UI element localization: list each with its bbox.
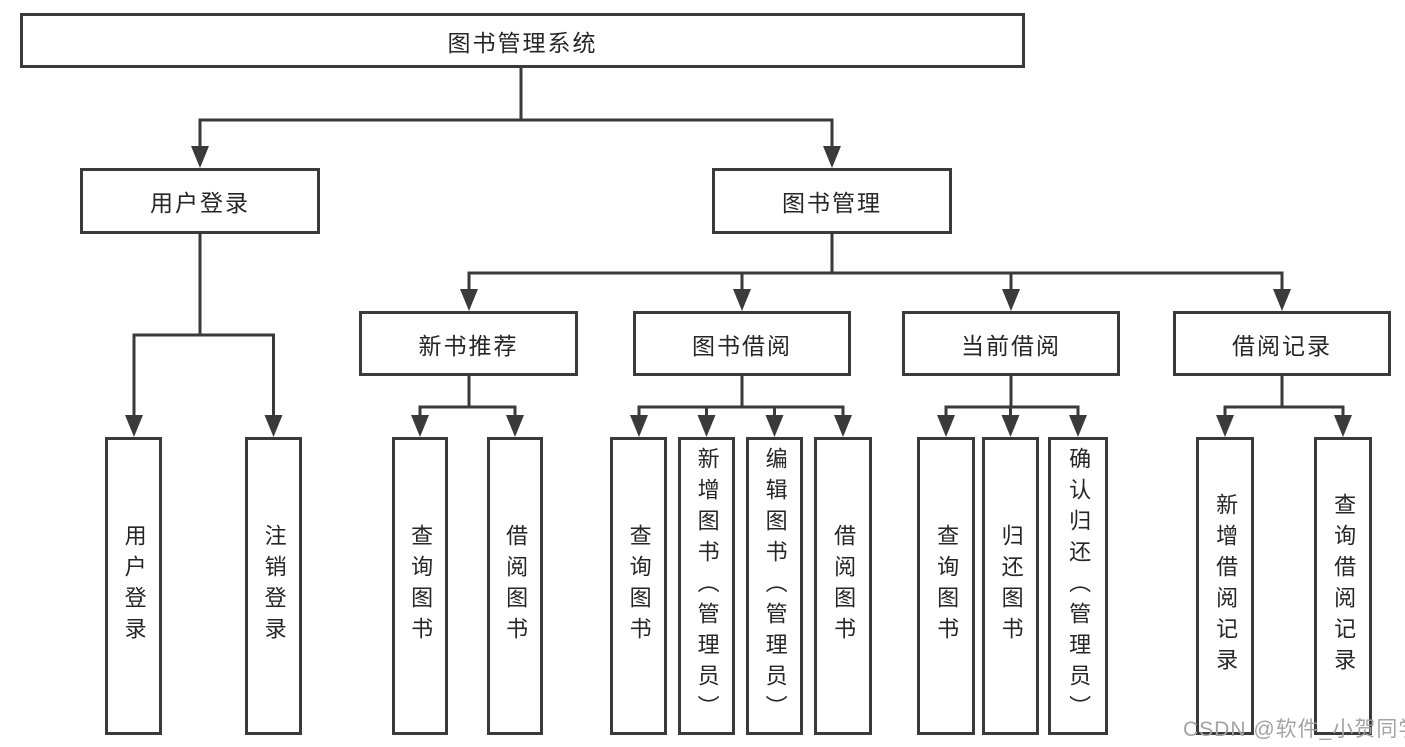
leaf-borrow-books: 借阅图书	[814, 437, 872, 735]
leaf-return-books: 归还图书	[982, 437, 1039, 735]
leaf-label: 新增借阅记录	[1213, 493, 1239, 679]
arrow-down-icon	[937, 415, 955, 437]
leaf-user-login: 用户登录	[105, 437, 162, 735]
leaf-borrow-books-recommend: 借阅图书	[487, 437, 543, 735]
leaf-add-books-admin: 新增图书（管理员）	[678, 437, 735, 735]
leaf-label: 用户登录	[121, 524, 147, 648]
node-user-login: 用户登录	[80, 168, 320, 234]
arrow-down-icon	[460, 289, 478, 311]
arrow-down-icon	[630, 415, 648, 437]
leaf-logout: 注销登录	[245, 437, 302, 735]
leaf-label: 归还图书	[998, 524, 1024, 648]
leaf-confirm-return-admin: 确认归还（管理员）	[1048, 437, 1108, 735]
arrow-down-icon	[1002, 289, 1020, 311]
arrow-down-icon	[125, 415, 143, 437]
arrow-down-icon	[823, 146, 841, 168]
arrow-down-icon	[1069, 415, 1087, 437]
node-new-book-recommend: 新书推荐	[359, 311, 578, 376]
node-book-borrowing: 图书借阅	[633, 311, 851, 376]
leaf-label: 查询图书	[408, 524, 434, 648]
leaf-label: 编辑图书（管理员）	[762, 446, 788, 726]
arrow-down-icon	[411, 415, 429, 437]
leaf-add-borrow-record: 新增借阅记录	[1196, 437, 1254, 735]
arrow-down-icon	[765, 415, 784, 437]
arrow-down-icon	[697, 415, 716, 437]
csdn-watermark: CSDN @软件_小贺同学	[1183, 718, 1405, 741]
node-label: 借阅记录	[1232, 332, 1332, 359]
node-label: 图书借阅	[692, 332, 792, 359]
node-book-management: 图书管理	[712, 168, 952, 234]
leaf-label: 查询图书	[934, 524, 960, 648]
node-current-borrowing: 当前借阅	[902, 311, 1120, 376]
leaf-query-books-borrowing: 查询图书	[610, 437, 667, 735]
node-borrow-records: 借阅记录	[1173, 311, 1391, 376]
node-label: 用户登录	[150, 190, 250, 216]
node-label: 图书管理	[782, 190, 882, 216]
leaf-label: 查询借阅记录	[1331, 493, 1357, 679]
leaf-label: 借阅图书	[503, 524, 529, 648]
node-label: 当前借阅	[961, 332, 1061, 359]
leaf-label: 查询图书	[626, 524, 652, 648]
arrow-down-icon	[1334, 415, 1352, 437]
arrow-down-icon	[191, 146, 209, 168]
arrow-down-icon	[1216, 415, 1234, 437]
arrow-down-icon	[834, 415, 852, 437]
leaf-label: 确认归还（管理员）	[1066, 446, 1092, 726]
leaf-query-borrow-record: 查询借阅记录	[1314, 437, 1372, 735]
leaf-query-books-current: 查询图书	[917, 437, 975, 735]
arrow-down-icon	[506, 415, 524, 437]
node-label: 新书推荐	[418, 332, 519, 359]
arrow-down-icon	[1001, 415, 1020, 437]
arrow-down-icon	[1273, 289, 1291, 311]
node-label: 图书管理系统	[447, 29, 598, 56]
arrow-down-icon	[733, 289, 751, 311]
arrow-down-icon	[264, 415, 283, 437]
leaf-label: 新增图书（管理员）	[694, 446, 720, 726]
leaf-edit-books-admin: 编辑图书（管理员）	[746, 437, 803, 735]
leaf-label: 注销登录	[261, 524, 287, 648]
leaf-label: 借阅图书	[831, 524, 857, 648]
leaf-query-books-recommend: 查询图书	[392, 437, 448, 735]
node-library-management-system: 图书管理系统	[20, 13, 1025, 68]
